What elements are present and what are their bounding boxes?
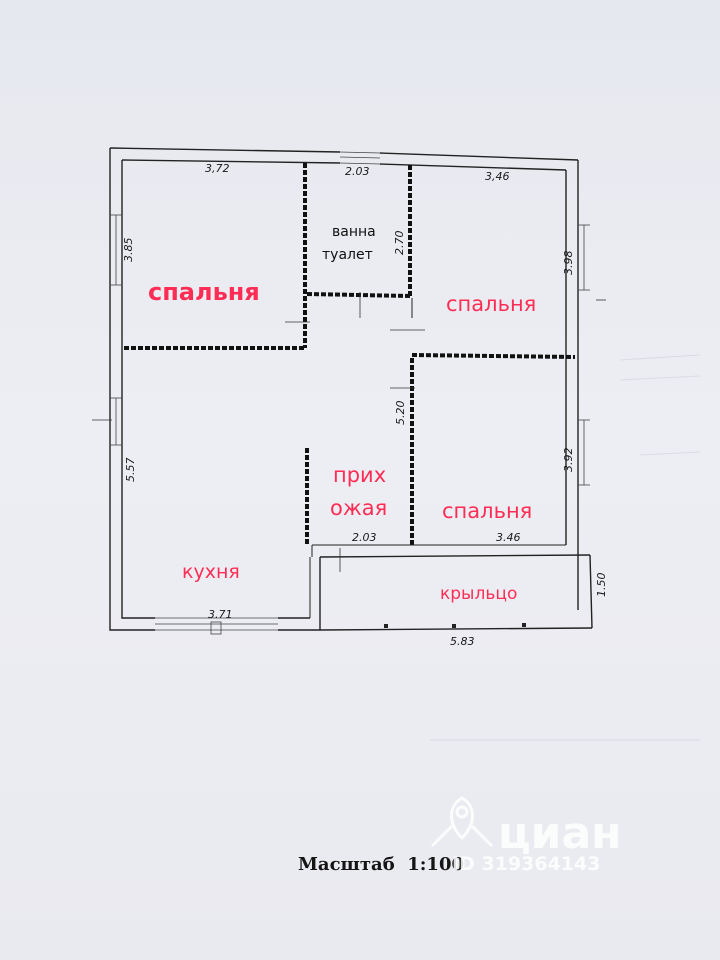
room-label-bathroom-line1: ванна [332, 224, 376, 240]
watermark-brand: циан [498, 808, 622, 859]
room-label-hall-line1: прих [333, 463, 386, 487]
paper-background [430, 354, 701, 741]
interior-walls [124, 163, 576, 545]
room-label-hall-line2: ожая [330, 496, 387, 520]
dim-hall-width: 2.03 [352, 531, 377, 544]
room-label-bedroom-top-left: спальня [148, 278, 260, 306]
room-label-porch: крыльцо [440, 584, 517, 604]
dim-bedroom-bottom-width: 3.46 [496, 531, 521, 544]
room-label-bedroom-bottom-right: спальня [442, 499, 532, 523]
dim-porch-depth: 1.50 [595, 573, 608, 598]
location-pin-icon [430, 796, 494, 848]
dim-right-bottom-height: 3.92 [562, 448, 575, 473]
dim-kitchen-width: 3.71 [208, 608, 233, 621]
watermark-id: ID 319364143 [452, 853, 600, 875]
dim-bath-height: 2.70 [393, 231, 406, 256]
room-label-bedroom-top-right: спальня [446, 292, 536, 316]
room-label-kitchen: кухня [182, 561, 240, 583]
dim-porch-width: 5.83 [450, 635, 475, 648]
dim-top-left-width: 3,72 [205, 162, 230, 175]
dim-hall-height: 5.20 [394, 401, 407, 426]
windows [110, 151, 590, 635]
room-label-bathroom-line2: туалет [322, 247, 373, 263]
dim-left-top-height: 3.85 [122, 238, 135, 263]
dim-top-right-width: 3,46 [485, 170, 510, 183]
outer-walls [109, 147, 593, 631]
dim-right-top-height: 3.98 [562, 251, 575, 276]
dim-left-bottom-height: 5.57 [124, 458, 137, 483]
scale-label: Масштаб 1:100 [298, 854, 464, 875]
watermark: циан ID 319364143 [430, 796, 622, 875]
interior-thin-walls [278, 298, 566, 619]
dim-top-mid-width: 2.03 [345, 165, 370, 178]
porch-posts [384, 623, 526, 628]
door-marks [92, 292, 606, 572]
